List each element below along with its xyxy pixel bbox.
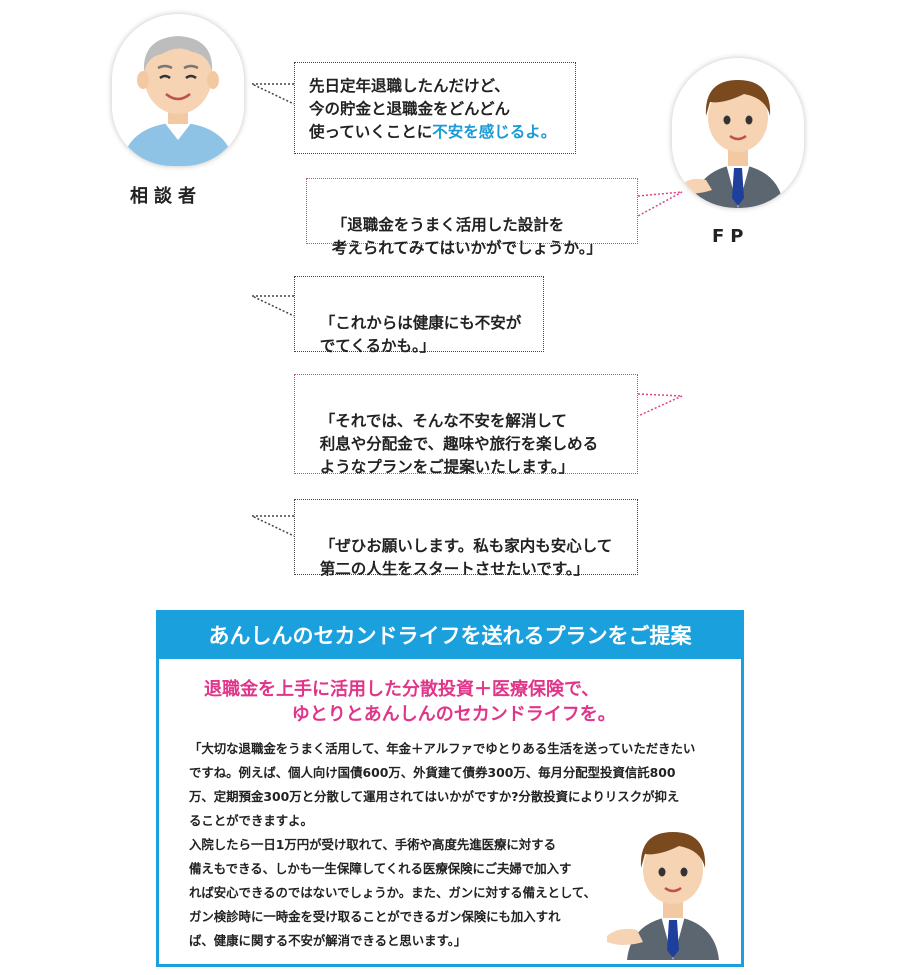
client-label: 相談者 (130, 186, 202, 207)
dialogue-bubble-5: 「ぜひお願いします。私も家内も安心して 第二の人生をスタートさせたいです。」 (294, 499, 638, 578)
bubble-tail-4 (637, 393, 683, 417)
panel-paragraph-1: 「大切な退職金をうまく活用して、年金＋アルファでゆとりある生活を送っていただきた… (189, 741, 696, 828)
panel-title: あんしんのセカンドライフを送れるプランをご提案 (159, 613, 741, 659)
panel-paragraph-2: 入院したら一日1万円が受け取れて、手術や高度先進医療に対する 備えもできる、しか… (189, 837, 597, 948)
bubble-tail-5 (251, 515, 295, 537)
panel-body: 「大切な退職金をうまく活用して、年金＋アルファでゆとりある生活を送っていただきた… (159, 727, 741, 953)
fp-avatar-icon (672, 58, 804, 208)
dialogue-bubble-1: 先日定年退職したんだけど、 今の貯金と退職金をどんどん 使っていくことに不安を感… (294, 62, 576, 154)
fp-label: FP (712, 226, 750, 247)
dialogue-bubble-4: 「それでは、そんな不安を解消して 利息や分配金で、趣味や旅行を楽しめる ようなプ… (294, 374, 638, 476)
dialogue-text-2: 「退職金をうまく活用した設計を 考えられてみてはいかがでしょうか。」 (331, 216, 602, 257)
dialogue-bubble-3: 「これからは健康にも不安が でてくるかも。」 (294, 276, 544, 355)
dialogue-text-4: 「それでは、そんな不安を解消して 利息や分配金で、趣味や旅行を楽しめる ようなプ… (319, 412, 599, 476)
fp-illustration-icon (605, 810, 733, 960)
bubble-tail-2 (637, 191, 683, 217)
dialogue-highlight-1: 不安を感じるよ。 (432, 123, 557, 141)
bubble-tail-1 (251, 83, 295, 105)
proposal-panel: あんしんのセカンドライフを送れるプランをご提案 退職金を上手に活用した分散投資＋… (156, 610, 744, 967)
dialogue-text-3: 「これからは健康にも不安が でてくるかも。」 (319, 314, 522, 355)
dialogue-text-1: 先日定年退職したんだけど、 今の貯金と退職金をどんどん 使っていくことに (309, 77, 511, 141)
dialogue-text-5: 「ぜひお願いします。私も家内も安心して 第二の人生をスタートさせたいです。」 (319, 537, 613, 578)
client-avatar-icon (112, 14, 244, 166)
panel-headline: 退職金を上手に活用した分散投資＋医療保険で、 ゆとりとあんしんのセカンドライフを… (204, 679, 616, 725)
dialogue-bubble-2: 「退職金をうまく活用した設計を 考えられてみてはいかがでしょうか。」 (306, 178, 638, 257)
bubble-tail-3 (251, 295, 295, 317)
